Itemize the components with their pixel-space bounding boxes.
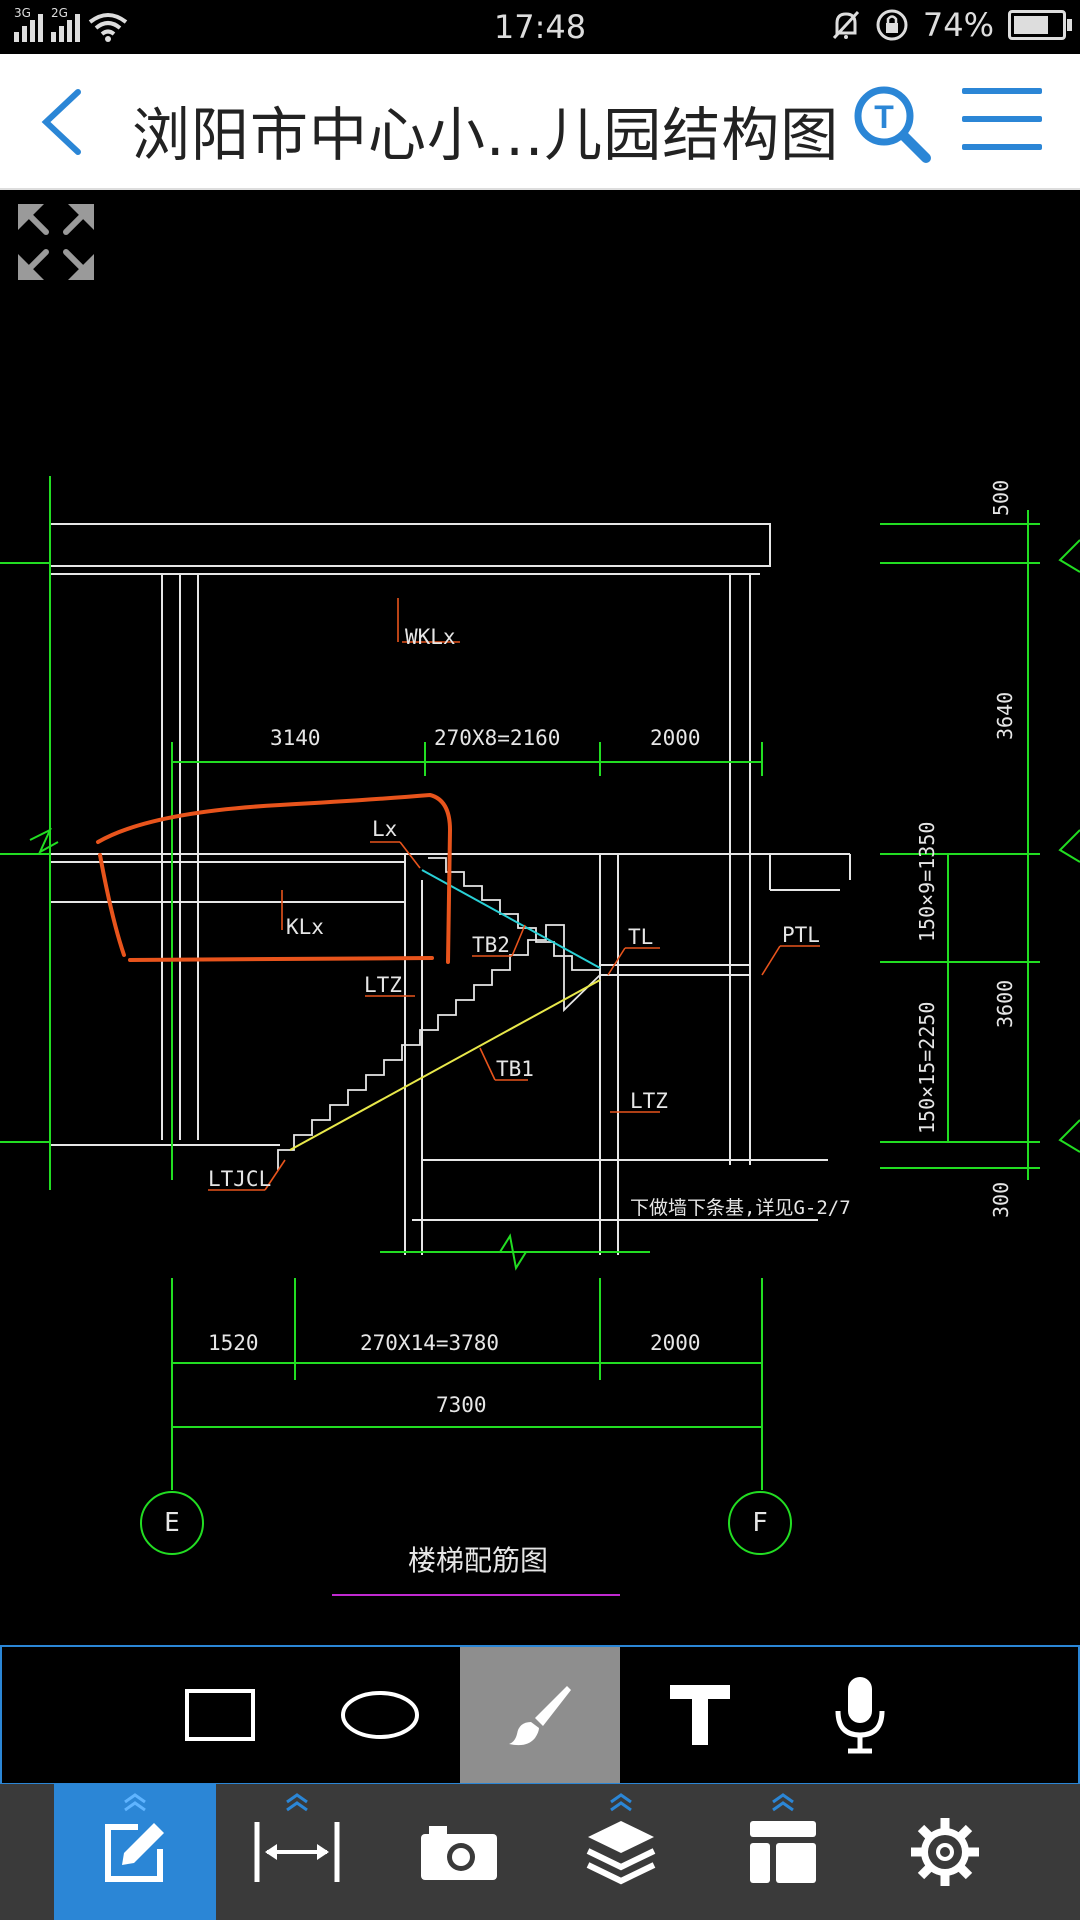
stair-steps	[277, 857, 601, 1170]
microphone-icon	[835, 1677, 885, 1754]
measure-tab[interactable]	[216, 1784, 378, 1920]
clock: 17:48	[493, 8, 587, 46]
status-right: 74%	[831, 6, 1072, 44]
app-header: 浏阳市中心小...儿园结构图 T	[0, 54, 1080, 190]
annotation-toolbar	[0, 1645, 1080, 1785]
label-tl: TL	[628, 925, 653, 949]
grid-label-e: E	[164, 1508, 180, 1538]
dim-right-4: 300	[989, 1182, 1013, 1218]
network-1-label: 3G	[14, 6, 31, 20]
dim-total: 7300	[436, 1393, 487, 1417]
dim-top-3: 2000	[650, 726, 701, 750]
camera-icon	[421, 1826, 497, 1880]
chevron-up-icon	[610, 1793, 632, 1812]
ellipse-icon	[341, 1691, 419, 1739]
dim-top-1: 3140	[270, 726, 321, 750]
annotate-tab[interactable]	[54, 1784, 216, 1920]
label-tb1: TB1	[496, 1057, 534, 1081]
network-2-label: 2G	[51, 6, 68, 20]
ellipse-tool[interactable]	[300, 1647, 460, 1783]
grid-label-f: F	[752, 1508, 768, 1538]
dim-right-2: 3640	[993, 692, 1017, 740]
drawing-labels: 3140 270X8=2160 2000 WKLx Lx KLx TB2 TL …	[164, 625, 850, 1577]
brush-tool[interactable]	[460, 1647, 620, 1783]
dim-bottom-3: 2000	[650, 1331, 701, 1355]
brush-icon	[509, 1686, 571, 1746]
drawing-caption: 楼梯配筋图	[408, 1544, 548, 1577]
label-ltz-1: LTZ	[364, 973, 402, 997]
back-chevron-icon[interactable]	[30, 82, 100, 162]
rectangle-tool[interactable]	[140, 1647, 300, 1783]
layout-icon	[750, 1821, 816, 1883]
right-dimension-labels: 500 3640 3600 300 150×9=1350 150×15=2250	[915, 480, 1017, 1218]
bottom-bar	[0, 1784, 1080, 1920]
label-ptl: PTL	[782, 923, 820, 947]
settings-tab[interactable]	[864, 1784, 1026, 1920]
dim-right-inner-1: 150×9=1350	[915, 822, 939, 942]
status-bar: 3G 2G 17:48 74%	[0, 0, 1080, 54]
chevron-up-icon	[124, 1793, 146, 1812]
dim-bottom-1: 1520	[208, 1331, 259, 1355]
dim-right-inner-2: 150×15=2250	[915, 1002, 939, 1134]
battery-fill	[1014, 16, 1048, 34]
label-ltjcl: LTJCL	[208, 1167, 271, 1191]
gear-icon	[911, 1818, 979, 1886]
signal-icon: 3G	[14, 6, 43, 42]
battery-percent: 74%	[922, 6, 994, 44]
battery-icon	[1008, 10, 1072, 40]
drawing-canvas[interactable]: 3140 270X8=2160 2000 WKLx Lx KLx TB2 TL …	[0, 190, 1080, 1645]
layers-tab[interactable]	[540, 1784, 702, 1920]
rectangle-icon	[185, 1689, 255, 1741]
label-lx: Lx	[372, 817, 397, 841]
label-tb2: TB2	[472, 933, 510, 957]
fullscreen-toggle-icon[interactable]	[14, 200, 98, 284]
measure-icon	[254, 1822, 340, 1882]
mute-icon	[832, 10, 859, 40]
signal-icon: 2G	[51, 6, 80, 42]
dim-right-3: 3600	[993, 980, 1017, 1028]
label-klx: KLx	[286, 915, 324, 939]
dim-right-1: 500	[989, 480, 1013, 516]
label-note: 下做墙下条基,详见G-2/7	[630, 1197, 851, 1219]
label-wkl: WKLx	[405, 625, 456, 649]
label-ltz-2: LTZ	[630, 1089, 668, 1113]
cad-drawing[interactable]: 3140 270X8=2160 2000 WKLx Lx KLx TB2 TL …	[0, 190, 1080, 1645]
camera-tab[interactable]	[378, 1784, 540, 1920]
svg-text:T: T	[874, 99, 894, 135]
wifi-icon	[88, 13, 128, 42]
label-leaders	[208, 598, 820, 1191]
dimension-lines	[0, 476, 1080, 1555]
text-t-icon	[670, 1685, 730, 1745]
dim-bottom-2: 270X14=3780	[360, 1331, 499, 1355]
chevron-up-icon	[286, 1793, 308, 1812]
page-title: 浏阳市中心小...儿园结构图	[132, 101, 840, 169]
text-search-icon[interactable]: T	[852, 84, 932, 164]
voice-tool[interactable]	[780, 1647, 940, 1783]
chevron-up-icon	[772, 1793, 794, 1812]
layers-icon	[586, 1821, 656, 1885]
dim-top-2: 270X8=2160	[434, 726, 560, 750]
edit-icon	[105, 1823, 164, 1882]
markup-stroke[interactable]	[96, 792, 453, 964]
text-tool[interactable]	[620, 1647, 780, 1783]
layout-tab[interactable]	[702, 1784, 864, 1920]
rotation-lock-icon	[876, 9, 908, 41]
hamburger-menu-icon[interactable]	[962, 88, 1042, 154]
status-left: 3G 2G	[14, 6, 128, 42]
